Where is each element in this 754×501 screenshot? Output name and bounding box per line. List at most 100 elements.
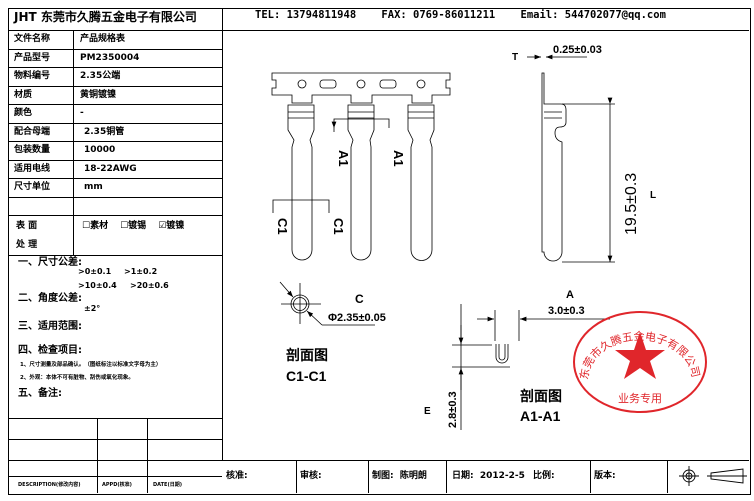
c-label: C xyxy=(355,292,364,306)
section-c1-label: C1 xyxy=(331,218,346,235)
section-a1a1-label: A1-A1 xyxy=(520,408,561,424)
height-dimension: 2.8±0.3 xyxy=(447,391,459,428)
section-title: 剖面图 xyxy=(520,388,562,404)
section-title: 剖面图 xyxy=(286,347,328,363)
section-a1-label: A1 xyxy=(391,150,406,167)
divider xyxy=(8,67,222,68)
spec-label: 包装数量 xyxy=(14,145,51,155)
section-a1-view xyxy=(452,304,610,430)
divider xyxy=(8,85,222,87)
surface-options: ☐素材 ☐镀锡 ☑镀镍 xyxy=(82,217,184,235)
spec-value: 产品规格表 xyxy=(80,34,126,44)
divider xyxy=(8,418,222,419)
tolerance-value: >1±0.2 xyxy=(124,267,158,276)
spec-value: 2.35铜管 xyxy=(84,126,125,137)
spec-label: 物料编号 xyxy=(14,71,51,81)
surface-label: 处 理 xyxy=(16,240,38,250)
projection-symbol-icon xyxy=(679,466,747,486)
review-field: 审核: xyxy=(300,471,322,481)
thickness-dimension: 0.25±0.03 xyxy=(553,44,602,56)
spec-label: 产品型号 xyxy=(14,52,51,63)
angle-value: ±2° xyxy=(84,304,101,313)
e-label: E xyxy=(424,406,431,417)
section-a1-label: A1 xyxy=(336,150,351,167)
divider xyxy=(8,30,222,31)
length-dimension: 19.5±0.3 xyxy=(623,173,640,235)
revision-appd-header: APPD(核准) xyxy=(102,482,132,488)
thickness-label: T xyxy=(512,52,518,63)
spec-value: 2.35公端 xyxy=(80,71,121,81)
section-c1-label: C1 xyxy=(275,218,290,235)
company-stamp: 东莞市久腾五金电子有限公司 业务专用 xyxy=(573,311,707,413)
a-label: A xyxy=(566,289,574,301)
inspect-item: 1、尺寸测量及部品确认。（图纸标注以标准文字母为主） xyxy=(20,362,162,368)
remark-title: 五、备注: xyxy=(18,388,62,399)
scope-title: 三、适用范围: xyxy=(18,321,82,332)
company-name: JHT 东莞市久腾五金电子有限公司 xyxy=(14,10,197,24)
drawn-by-field: 制图: 陈明朗 xyxy=(372,471,427,481)
checkbox-checked-icon[interactable]: ☑ xyxy=(158,221,167,231)
checkbox-icon[interactable]: ☐ xyxy=(82,221,91,231)
spec-value: 10000 xyxy=(84,145,116,155)
divider xyxy=(8,196,222,198)
spec-label: 文件名称 xyxy=(14,34,51,44)
divider xyxy=(8,122,222,124)
approve-field: 核准: xyxy=(226,471,248,481)
tolerance-value: >0±0.1 xyxy=(78,267,112,276)
spec-label: 适用电线 xyxy=(14,163,51,174)
divider xyxy=(97,418,98,493)
spec-label: 材质 xyxy=(14,89,33,100)
width-dimension: 3.0±0.3 xyxy=(548,305,585,317)
spec-label: 配合母端 xyxy=(14,126,51,137)
spec-label: 颜色 xyxy=(14,108,33,118)
sheet-frame xyxy=(8,8,751,495)
divider xyxy=(8,460,749,461)
divider xyxy=(590,460,591,493)
spec-label: 尺寸单位 xyxy=(14,182,51,192)
terminal-side-view xyxy=(527,54,615,263)
scale-field: 比例: xyxy=(533,471,555,481)
section-c1-view xyxy=(279,281,375,326)
version-field: 版本: xyxy=(594,471,616,481)
section-c1c1-label: C1-C1 xyxy=(286,368,327,384)
divider xyxy=(8,255,222,256)
spec-value: 18-22AWG xyxy=(84,163,137,174)
tolerance-value: >20±0.6 xyxy=(130,281,169,290)
terminal-strip-front-view xyxy=(271,72,451,261)
divider xyxy=(8,159,222,161)
revision-description-header: DESCRIPTION(修改内容) xyxy=(18,482,81,488)
divider xyxy=(8,215,222,216)
stamp-text-bottom: 业务专用 xyxy=(618,391,662,405)
divider xyxy=(73,30,74,255)
divider xyxy=(222,30,749,31)
tolerance-value: >10±0.4 xyxy=(78,281,117,290)
inspect-item: 2、外观：本体不可有脏物、刮伤或氧化现象。 xyxy=(20,375,134,381)
revision-date-header: DATE(日期) xyxy=(153,482,183,488)
surface-option-tin[interactable]: ☐镀锡 xyxy=(120,221,147,231)
length-label: L xyxy=(650,190,656,201)
checkbox-icon[interactable]: ☐ xyxy=(120,221,129,231)
surface-label: 表 面 xyxy=(16,221,38,231)
divider xyxy=(8,48,222,50)
date-field: 日期: 2012-2-5 xyxy=(452,471,525,481)
surface-option-raw[interactable]: ☐素材 xyxy=(82,221,109,231)
divider xyxy=(222,8,223,460)
divider xyxy=(147,418,148,493)
diameter-dimension: Φ2.35±0.05 xyxy=(328,312,386,324)
contact-info: TEL: 13794811948 FAX: 0769-86011211 Emai… xyxy=(255,9,666,21)
divider xyxy=(667,460,668,493)
divider xyxy=(368,460,369,493)
angle-title: 二、角度公差: xyxy=(18,293,82,304)
divider xyxy=(8,104,222,105)
divider xyxy=(446,460,447,493)
surface-option-nickel[interactable]: ☑镀镍 xyxy=(158,221,185,231)
divider xyxy=(8,439,222,440)
divider xyxy=(8,476,222,477)
spec-value: - xyxy=(80,108,84,118)
spec-value: 黄铜镀镍 xyxy=(80,89,117,100)
divider xyxy=(8,141,222,142)
inspect-title: 四、检查项目: xyxy=(18,345,82,356)
divider xyxy=(8,178,222,179)
